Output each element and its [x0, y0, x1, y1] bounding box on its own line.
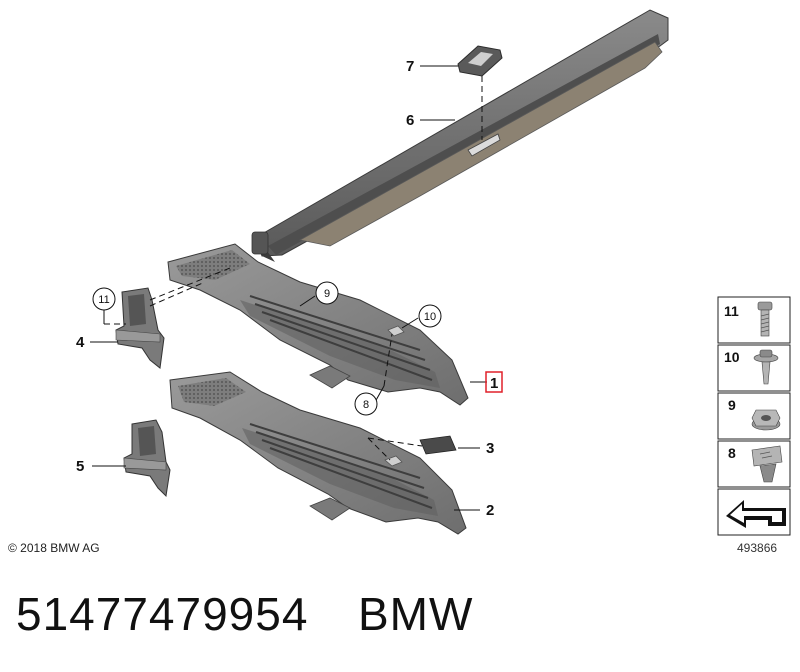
legend-item-8: 8 [717, 440, 791, 488]
side-trim-upper-part [167, 243, 469, 406]
hex-nut-icon [751, 409, 781, 431]
luggage-cover-part [251, 9, 669, 262]
svg-text:11: 11 [98, 294, 109, 306]
svg-text:10: 10 [724, 349, 740, 365]
callout-2: 2 [486, 502, 494, 519]
svg-text:11: 11 [724, 303, 739, 319]
legend-arrow-box [717, 488, 791, 536]
callout-1-highlight: 1 [485, 371, 503, 393]
svg-text:10: 10 [424, 311, 436, 323]
part-number: 51477479954 [16, 588, 309, 640]
bracket-lower-part [123, 419, 171, 498]
brand-name: BMW [358, 588, 474, 640]
direction-arrow-icon [726, 500, 786, 528]
screw-washer-icon [753, 349, 779, 385]
legend-item-10: 10 [717, 344, 791, 392]
leader-lines [90, 65, 487, 511]
circle-callout-11: 11 [92, 287, 116, 311]
circle-callout-10: 10 [418, 304, 442, 328]
legend-item-9: 9 [717, 392, 791, 440]
callout-7: 7 [406, 58, 414, 75]
side-trim-lower-part [169, 371, 467, 535]
circle-callout-8: 8 [354, 392, 378, 416]
callout-4: 4 [76, 334, 85, 351]
callout-1: 1 [490, 375, 498, 392]
svg-text:8: 8 [728, 445, 736, 461]
svg-text:9: 9 [728, 397, 736, 413]
callout-5: 5 [76, 458, 84, 475]
bolt-icon [757, 301, 773, 337]
legend-item-11: 11 [717, 296, 791, 344]
circle-callout-9: 9 [315, 281, 339, 305]
callout-6: 6 [406, 112, 414, 129]
hardware-legend: 11 10 9 [717, 296, 791, 536]
clip-nut-icon [751, 445, 783, 483]
diagram-code: 493866 [737, 541, 778, 555]
cover-handle-part [457, 45, 503, 77]
dashed-leader-lines [104, 76, 483, 461]
svg-text:8: 8 [363, 399, 369, 411]
trim-cover-part [419, 435, 457, 455]
svg-text:9: 9 [324, 288, 330, 300]
copyright-text: © 2018 BMW AG [8, 541, 100, 555]
callout-3: 3 [486, 440, 494, 457]
bracket-upper-part [115, 287, 165, 369]
